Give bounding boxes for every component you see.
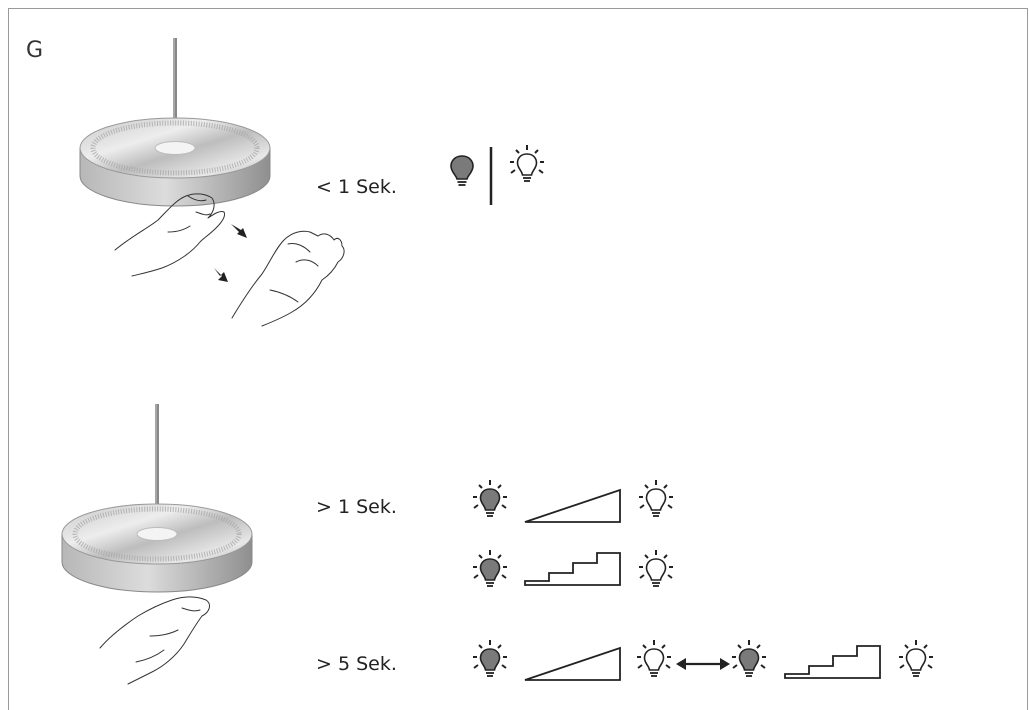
move-arrows-icon <box>214 224 247 282</box>
row-long-press-ramp: > 1 Sek. <box>316 479 674 523</box>
row-very-long-press: > 5 Sek. <box>316 639 934 681</box>
row-long-press-steps <box>472 549 674 587</box>
light-bulb-on-icon <box>638 479 674 517</box>
hands-tap-illustration <box>114 193 345 327</box>
row-label-1: < 1 Sek. <box>316 176 397 198</box>
dimming-steps-icon <box>524 552 621 586</box>
lamp-top-illustration <box>80 38 270 206</box>
light-bulb-dimmed-icon <box>472 639 508 677</box>
light-bulb-dimmed-icon <box>731 639 767 677</box>
figure-frame <box>8 8 1028 710</box>
row-label-3: > 5 Sek. <box>316 653 397 675</box>
light-bulb-on-icon <box>898 639 934 677</box>
dimming-ramp-icon <box>524 647 621 681</box>
double-arrow-icon <box>676 658 730 670</box>
light-bulb-dimmed-icon <box>472 479 508 517</box>
light-bulb-off-icon <box>450 155 474 186</box>
row-label-2: > 1 Sek. <box>316 496 397 518</box>
figure-letter: G <box>26 38 43 63</box>
light-bulb-dimmed-icon <box>472 549 508 587</box>
light-bulb-on-icon <box>638 549 674 587</box>
dimming-steps-icon <box>784 645 881 679</box>
light-bulb-on-icon <box>509 144 545 182</box>
dimming-ramp-icon <box>524 489 621 523</box>
light-bulb-on-icon <box>636 639 672 677</box>
lamp-bottom-illustration <box>62 404 252 592</box>
hand-hold-illustration <box>99 596 210 685</box>
row-short-press: < 1 Sek. <box>316 144 545 205</box>
